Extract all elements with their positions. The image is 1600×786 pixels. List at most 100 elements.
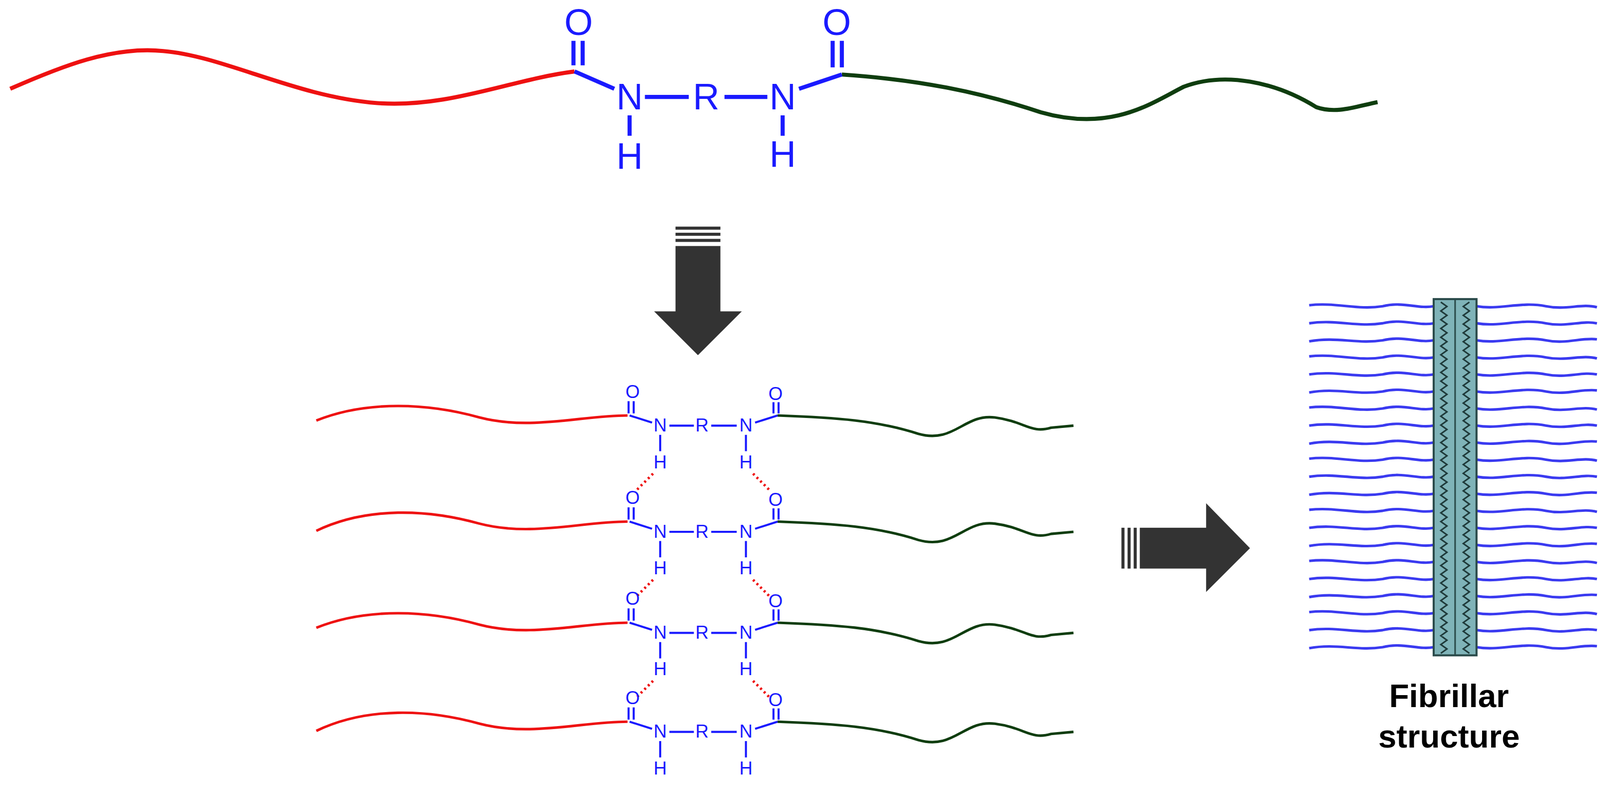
chain-line [1309, 372, 1434, 376]
bond [632, 507, 635, 520]
atom-symbol: H [739, 660, 753, 679]
bond [711, 731, 737, 734]
chain-line [1309, 406, 1434, 410]
bond [777, 508, 780, 520]
hydrogen-bond [753, 579, 770, 597]
bond [659, 741, 662, 758]
structure-label: Fibrillar structure [1359, 675, 1540, 758]
chain-line [1476, 474, 1598, 478]
core-zigzag [1440, 302, 1447, 654]
chain-line [1476, 577, 1598, 581]
atom-symbol: N [739, 722, 753, 742]
chain-line [1476, 543, 1598, 547]
fibril-core [1433, 299, 1477, 656]
bond-lines [628, 707, 779, 758]
bond-lines [628, 400, 779, 451]
atom-symbol: R [695, 623, 710, 642]
bond [669, 424, 694, 427]
atom-symbol: H [653, 559, 668, 578]
atom-symbol: H [739, 452, 753, 472]
atom-symbol: H [616, 137, 643, 175]
atom-symbol: H [769, 135, 797, 173]
bond [711, 530, 737, 533]
bond [772, 401, 775, 413]
chain-line [1476, 628, 1598, 632]
bond [745, 434, 748, 452]
chain-line [1309, 594, 1434, 598]
bond [627, 707, 630, 721]
bond [755, 622, 778, 630]
bond [629, 721, 653, 729]
green-chain [841, 74, 1378, 119]
atom-symbol: O [625, 688, 641, 708]
hydrogen-bond [753, 680, 770, 698]
chain-line [1476, 321, 1598, 325]
bond [745, 741, 748, 758]
chain-line [1476, 390, 1598, 394]
atom-symbol: O [768, 490, 784, 510]
atom-symbol: H [653, 452, 668, 472]
chain-line [1309, 304, 1434, 308]
chain-line [1309, 611, 1434, 615]
chain-line [1309, 389, 1434, 393]
chain-line [1476, 594, 1598, 598]
down-arrow [654, 226, 743, 356]
right-arrow [1121, 503, 1250, 593]
chain-line [1309, 338, 1434, 342]
bond [772, 508, 775, 520]
bond [659, 540, 662, 558]
atom-symbol: H [739, 759, 753, 778]
red-chain [9, 50, 575, 104]
bond [629, 521, 653, 529]
chain-line [1309, 457, 1434, 461]
chain-line [1309, 355, 1434, 359]
atom-symbol: O [625, 589, 641, 609]
atom-symbol: O [564, 3, 593, 41]
chain-line [1476, 355, 1598, 359]
bond [777, 401, 780, 413]
chain-line [1476, 526, 1598, 530]
atom-symbol: O [768, 384, 784, 403]
atom-symbol: N [653, 416, 668, 435]
bond [745, 642, 748, 659]
bond [772, 609, 775, 621]
chain-line [1476, 560, 1598, 564]
bond [659, 434, 662, 452]
core-line [1454, 299, 1456, 656]
chain-line [1309, 321, 1434, 325]
chain-line [1476, 440, 1598, 444]
fibril-illustration [1309, 299, 1598, 656]
atom-symbol: H [653, 660, 668, 679]
atom-symbol: N [769, 78, 797, 116]
bond-lines [573, 40, 842, 136]
bond [627, 507, 630, 520]
bond [669, 530, 694, 533]
bond [632, 707, 635, 721]
hydrogen-bond [753, 473, 770, 490]
atom-symbol: O [625, 382, 641, 401]
atom-symbol: R [692, 78, 720, 116]
chain-line [1476, 338, 1598, 342]
chain-line [1309, 628, 1434, 632]
chain-line [1476, 457, 1598, 461]
green-chain [777, 721, 1074, 743]
bond [659, 642, 662, 659]
green-chain [777, 415, 1074, 436]
red-chain [316, 712, 628, 731]
chain-line [1476, 492, 1598, 496]
chain-line [1309, 526, 1434, 530]
bond [755, 721, 778, 729]
atom-symbol: N [653, 522, 668, 541]
bond [669, 731, 694, 734]
bond [755, 415, 778, 423]
chain-line [1309, 440, 1434, 444]
bond [669, 631, 694, 634]
bond [745, 540, 748, 558]
green-chain [777, 622, 1074, 644]
chain-line [1309, 474, 1434, 478]
chain-line [1309, 577, 1434, 581]
bond [632, 400, 635, 414]
red-chain [316, 512, 628, 531]
atom-symbol: N [653, 722, 668, 742]
atom-symbol: R [695, 722, 710, 742]
